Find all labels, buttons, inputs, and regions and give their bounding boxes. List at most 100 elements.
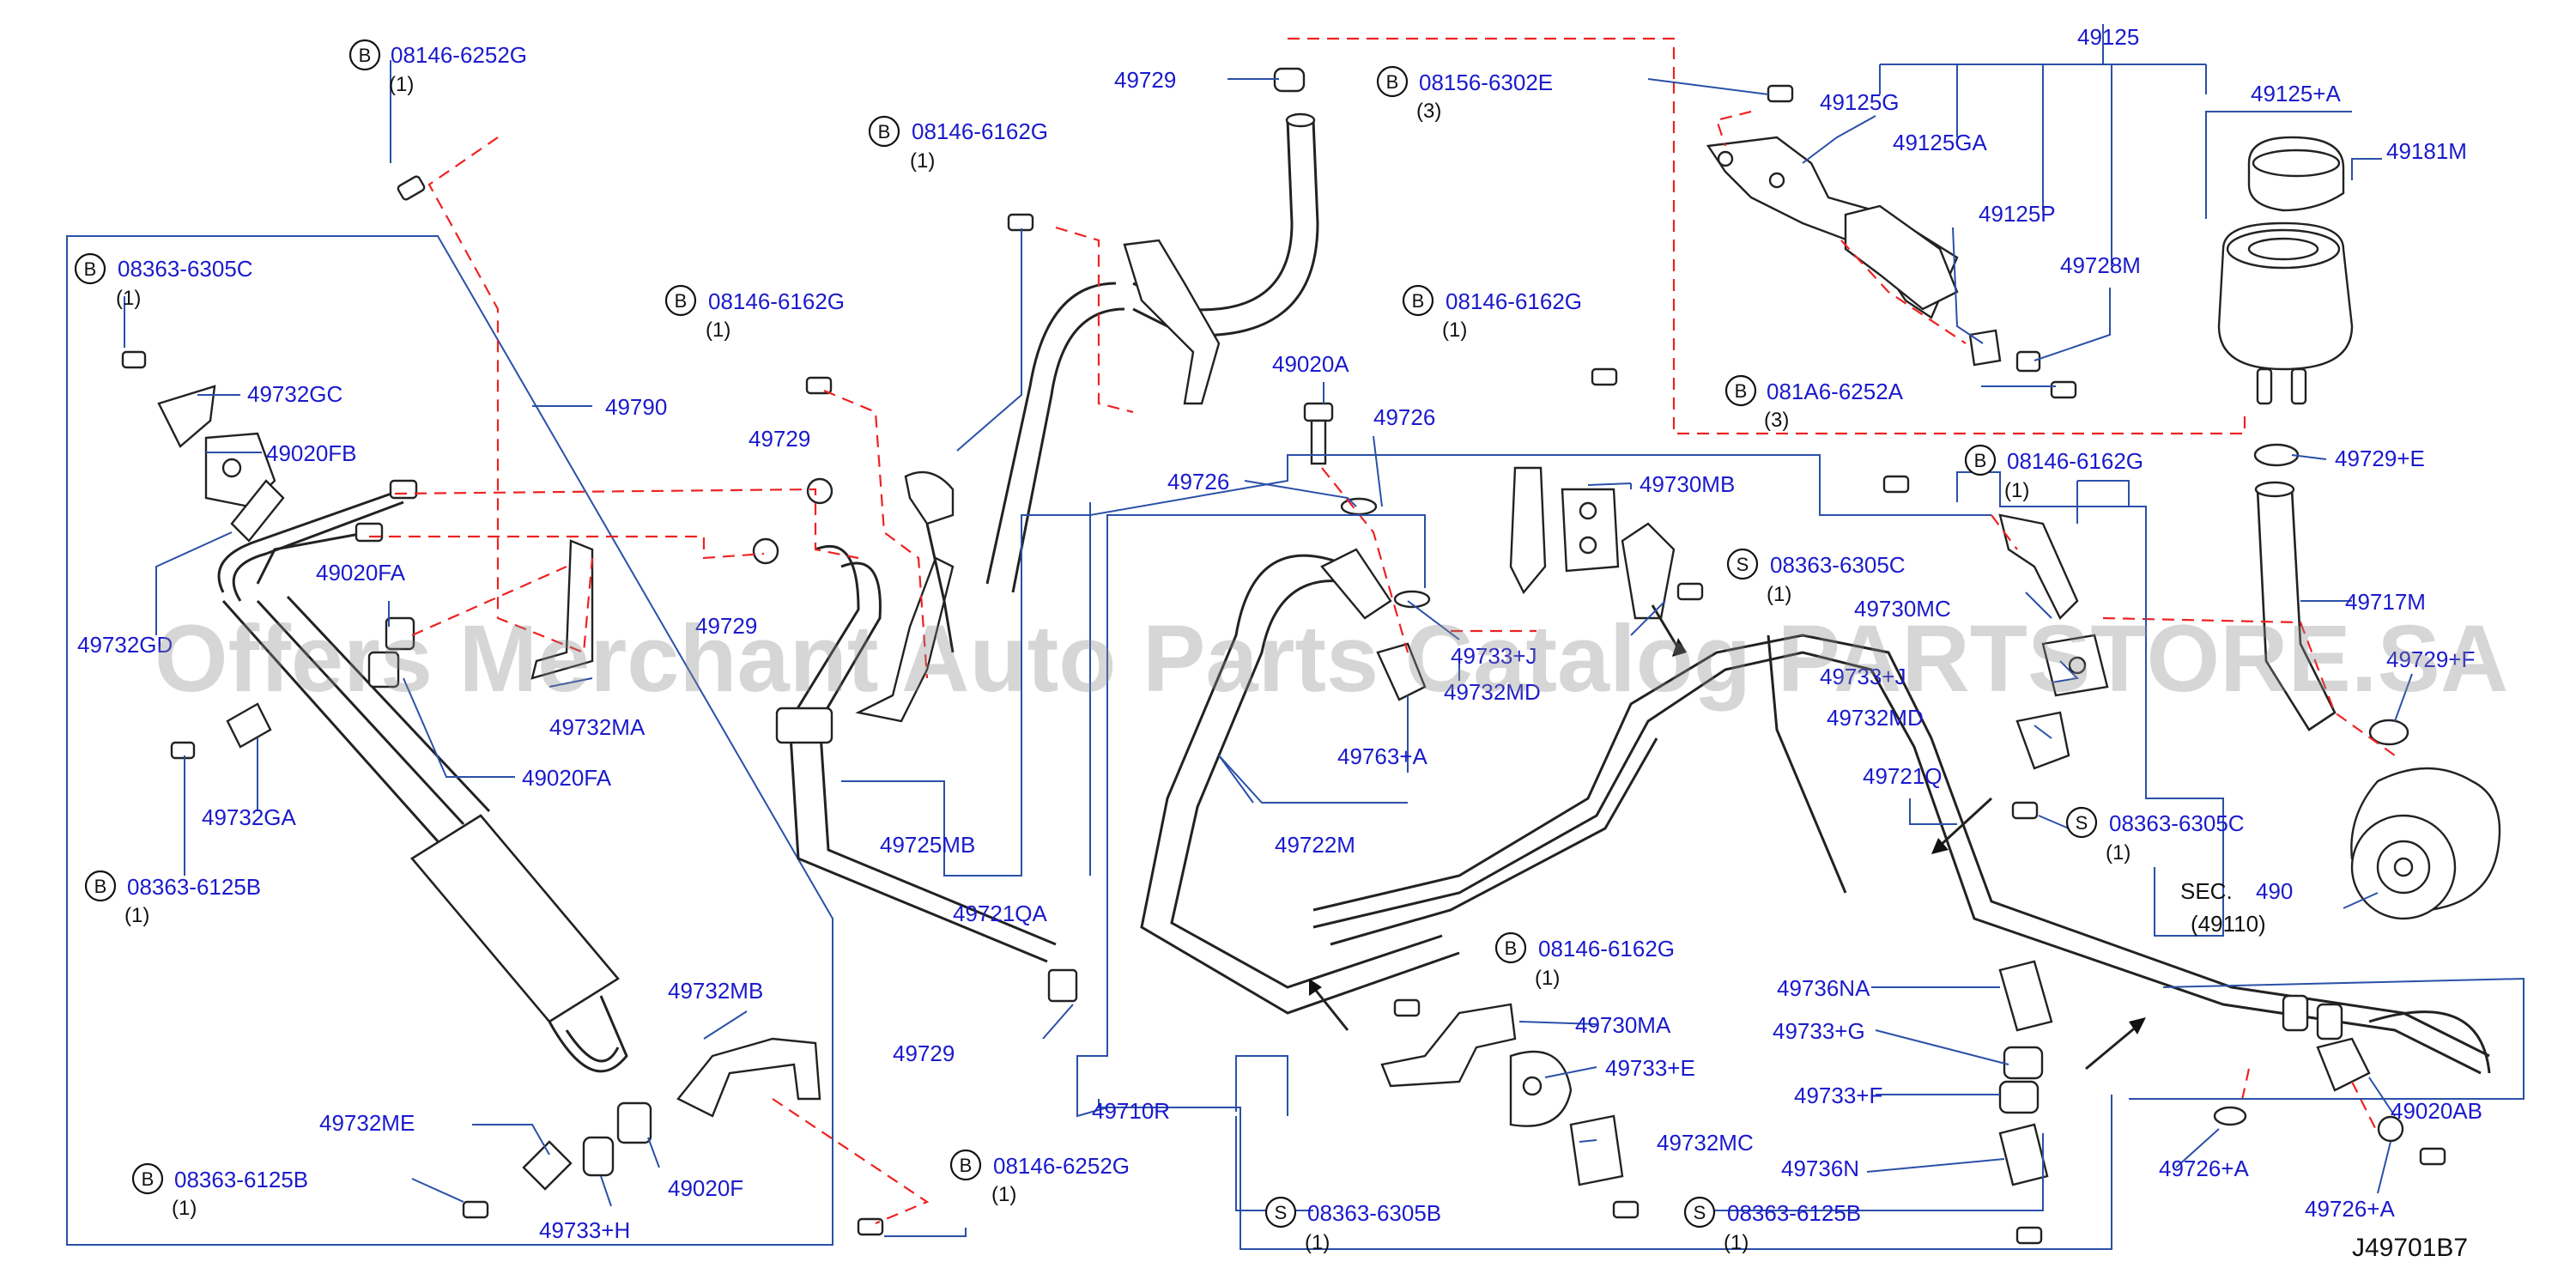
label-49733e[interactable]: 49733+E bbox=[1605, 1055, 1695, 1081]
power-steering-pump[interactable] bbox=[2350, 767, 2501, 920]
label-49721qa[interactable]: 49721QA bbox=[953, 901, 1048, 926]
fastener-f15[interactable]: S 08363-6305B (1) bbox=[1264, 1196, 1441, 1254]
label-49732md-b[interactable]: 49732MD bbox=[1827, 705, 1924, 731]
label-49730mc[interactable]: 49730MC bbox=[1854, 596, 1951, 622]
label-49733j-b[interactable]: 49733+J bbox=[1820, 664, 1906, 689]
clip-49732gc[interactable] bbox=[157, 385, 216, 448]
fastener-f1[interactable]: B 08146-6252G (1) bbox=[349, 39, 527, 96]
bracket-49125-clip[interactable] bbox=[1123, 239, 1221, 405]
label-49732mb[interactable]: 49732MB bbox=[668, 978, 763, 1004]
fitting-49721qa-end[interactable] bbox=[904, 470, 955, 653]
grommet-49733h[interactable] bbox=[582, 1136, 615, 1177]
label-49790[interactable]: 49790 bbox=[605, 394, 667, 420]
label-49125a[interactable]: 49125+A bbox=[2251, 81, 2341, 106]
fastener-f16[interactable]: S 08363-6125B (1) bbox=[1683, 1196, 1861, 1254]
fastener-f10[interactable]: B 081A6-6252A (3) bbox=[1724, 374, 1904, 432]
label-49726-b[interactable]: 49726 bbox=[1167, 469, 1229, 494]
grommet-49733j-b[interactable] bbox=[2041, 634, 2109, 697]
label-49733j-a[interactable]: 49733+J bbox=[1451, 643, 1537, 669]
bolt-f6[interactable] bbox=[1007, 213, 1034, 232]
label-49020fb[interactable]: 49020FB bbox=[266, 440, 357, 466]
clip-49732ga[interactable] bbox=[226, 702, 272, 749]
cap-49181m[interactable] bbox=[2247, 136, 2345, 212]
bolt-f15[interactable] bbox=[1612, 1200, 1640, 1219]
label-49125p[interactable]: 49125P bbox=[1979, 201, 2056, 227]
bracket-49732mc[interactable] bbox=[1569, 1114, 1624, 1186]
label-49729e[interactable]: 49729+E bbox=[2335, 446, 2425, 471]
bracket-49732ma[interactable] bbox=[530, 539, 594, 680]
bolt-f2[interactable] bbox=[121, 350, 147, 369]
label-49725mb[interactable]: 49725MB bbox=[880, 832, 975, 858]
clamp-49736n[interactable] bbox=[1998, 1123, 2049, 1186]
label-49732me[interactable]: 49732ME bbox=[319, 1110, 415, 1136]
label-49732md-a[interactable]: 49732MD bbox=[1444, 679, 1541, 705]
fastener-f2[interactable]: B 08363-6305C (1) bbox=[74, 252, 253, 310]
bolt-49728m[interactable] bbox=[2015, 350, 2041, 373]
label-49729-top[interactable]: 49729 bbox=[1114, 67, 1176, 93]
label-49732ga[interactable]: 49732GA bbox=[202, 804, 297, 830]
fastener-f8[interactable]: B 08156-6302E (3) bbox=[1376, 65, 1553, 123]
label-49125ga[interactable]: 49125GA bbox=[1893, 130, 1988, 155]
label-49717m[interactable]: 49717M bbox=[2345, 589, 2426, 615]
bracket-49730mb[interactable] bbox=[1509, 466, 1620, 595]
clamp-49729e[interactable] bbox=[2253, 443, 2300, 467]
bracket-49730mc[interactable] bbox=[1998, 513, 2079, 621]
bracket-49730ma[interactable] bbox=[1380, 1003, 1517, 1088]
bolt-f14[interactable] bbox=[1393, 998, 1421, 1017]
clip-49732me[interactable] bbox=[522, 1140, 573, 1191]
bolt-f11[interactable] bbox=[1882, 475, 1910, 494]
clamp-49729-b[interactable] bbox=[752, 537, 779, 565]
washer-49726-b[interactable] bbox=[1393, 590, 1431, 609]
fastener-f4[interactable]: B 08363-6125B (1) bbox=[131, 1162, 308, 1220]
tube-49721q[interactable] bbox=[1312, 634, 2491, 1075]
label-49730ma[interactable]: 49730MA bbox=[1575, 1012, 1671, 1038]
fastener-f14[interactable]: B 08146-6162G (1) bbox=[1494, 931, 1675, 990]
label-49721q[interactable]: 49721Q bbox=[1863, 763, 1943, 789]
label-49125g[interactable]: 49125G bbox=[1820, 89, 1900, 115]
bracket-49125ga[interactable] bbox=[1844, 204, 1959, 311]
bracket-49721qa[interactable] bbox=[855, 556, 955, 723]
label-49020ab[interactable]: 49020AB bbox=[2391, 1098, 2482, 1124]
washer-49726a-b[interactable] bbox=[2377, 1115, 2404, 1143]
label-49729-b[interactable]: 49729 bbox=[695, 613, 757, 639]
hose-49717m[interactable] bbox=[2254, 481, 2337, 731]
label-49733f[interactable]: 49733+F bbox=[1794, 1083, 1882, 1108]
fastener-f3[interactable]: B 08363-6125B (1) bbox=[84, 870, 261, 927]
bolt-49020ab[interactable] bbox=[2419, 1147, 2446, 1166]
grommet-49733f[interactable] bbox=[1998, 1080, 2040, 1114]
bolt-f4[interactable] bbox=[462, 1200, 489, 1219]
fitting-49020ab[interactable] bbox=[2316, 1037, 2371, 1092]
label-49181m[interactable]: 49181M bbox=[2386, 138, 2467, 164]
label-49726-a[interactable]: 49726 bbox=[1373, 404, 1435, 430]
washer-49726a-a[interactable] bbox=[2213, 1106, 2247, 1126]
washer-49726-a[interactable] bbox=[1340, 497, 1378, 516]
fastener-f9[interactable]: B 08146-6162G (1) bbox=[1402, 284, 1582, 342]
bracket-49732md-b[interactable] bbox=[2015, 711, 2070, 770]
fitting-49763a[interactable] bbox=[1376, 642, 1427, 701]
bolt-f7[interactable] bbox=[805, 376, 833, 395]
label-49732gc[interactable]: 49732GC bbox=[247, 381, 342, 407]
label-49763a[interactable]: 49763+A bbox=[1337, 743, 1427, 769]
label-49732gd[interactable]: 49732GD bbox=[77, 632, 173, 658]
section-reference[interactable]: SEC. 490 (49110) bbox=[2180, 878, 2293, 937]
clamp-49729-a[interactable] bbox=[806, 477, 833, 505]
label-49733h[interactable]: 49733+H bbox=[539, 1217, 630, 1243]
label-49726a-a[interactable]: 49726+A bbox=[2159, 1156, 2249, 1181]
label-49728m[interactable]: 49728M bbox=[2060, 252, 2141, 278]
grommet-49125p[interactable] bbox=[1968, 329, 2002, 367]
bolt-f8[interactable] bbox=[1767, 84, 1794, 103]
bolt-f12[interactable] bbox=[1676, 582, 1704, 601]
bolt-f3[interactable] bbox=[170, 741, 196, 760]
label-49732mc[interactable]: 49732MC bbox=[1657, 1130, 1754, 1156]
bolt-f16[interactable] bbox=[2015, 1226, 2043, 1245]
label-49710r[interactable]: 49710R bbox=[1092, 1098, 1170, 1124]
clamp-49729-c[interactable] bbox=[1047, 968, 1078, 1003]
fastener-f7[interactable]: B 08146-6162G (1) bbox=[664, 284, 845, 342]
label-49125[interactable]: 49125 bbox=[2077, 24, 2139, 50]
bolt-f1[interactable] bbox=[397, 175, 426, 201]
label-49736n[interactable]: 49736N bbox=[1781, 1156, 1859, 1181]
hose-49717m-upper[interactable] bbox=[985, 112, 1319, 593]
clip-49732gd[interactable] bbox=[230, 479, 285, 543]
label-49726a-b[interactable]: 49726+A bbox=[2305, 1196, 2395, 1222]
bolt-f10[interactable] bbox=[2050, 380, 2077, 399]
